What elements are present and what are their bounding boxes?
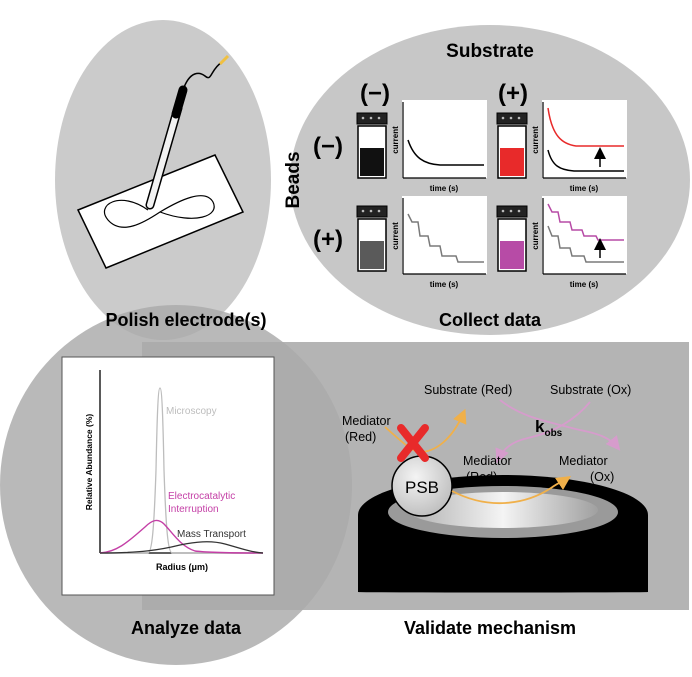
mediator-red-label-1: Mediator	[342, 414, 391, 428]
vial-plus-plus	[496, 205, 528, 272]
mediator-red-label-1b: (Red)	[345, 430, 376, 444]
analyze-plot-frame	[61, 356, 275, 596]
plot-axis-x: time (s)	[430, 184, 459, 193]
plot-axis-y: current	[391, 222, 400, 250]
electrode-body	[147, 105, 181, 208]
validate-caption: Validate mechanism	[404, 618, 576, 638]
plot-axis-x: time (s)	[570, 280, 599, 289]
electrocatalytic-label-2: Interruption	[168, 504, 219, 515]
analyze-caption: Analyze data	[131, 618, 242, 638]
mediator-red-label-2b: (Red)	[466, 470, 497, 484]
plot-plus-plus: current time (s)	[531, 196, 627, 289]
analyze-x-label: Radius (μm)	[156, 562, 208, 572]
substrate-oxidation-arrow	[495, 401, 591, 464]
analyze-plot: Relative Abundance (%) Radius (μm) Micro…	[61, 356, 275, 596]
polish-caption: Polish electrode(s)	[105, 310, 266, 330]
substrate-label: Substrate	[446, 41, 534, 62]
vial-plus-minus	[356, 205, 388, 272]
electrode-cap	[171, 85, 188, 119]
column-minus-label: (−)	[360, 80, 390, 107]
electrocatalytic-label-1: Electrocatalytic	[168, 491, 235, 502]
mass-transport-curve	[99, 541, 264, 554]
collect-ellipse	[290, 25, 690, 335]
plot-axis-x: time (s)	[430, 280, 459, 289]
row-plus-label: (+)	[313, 226, 343, 253]
electrocatalytic-curve	[99, 519, 264, 554]
mediator-regeneration-arrow	[499, 399, 621, 451]
polishing-pad-illustration	[76, 54, 245, 269]
mediator-ox-label-b: (Ox)	[590, 470, 614, 484]
column-plus-label: (+)	[498, 80, 528, 107]
substrate-red-label: Substrate (Red)	[424, 383, 512, 397]
vial-minus-minus	[356, 112, 388, 179]
bead-label: PSB	[405, 478, 439, 497]
wire-tip	[218, 54, 230, 66]
mediator-ox-label: Mediator	[559, 454, 608, 468]
k-obs-label: kobs	[535, 417, 563, 439]
plot-axis-y: current	[391, 126, 400, 154]
oxidation-arrow	[451, 476, 571, 505]
figure-eight-path	[103, 195, 215, 228]
plot-minus-minus: current time (s)	[391, 100, 487, 193]
electrode-wire	[182, 61, 223, 91]
mediator-red-label-2: Mediator	[463, 454, 512, 468]
blocked-x-icon	[397, 424, 429, 462]
plot-axis-y: current	[531, 222, 540, 250]
vial-minus-plus	[496, 112, 528, 179]
substrate-ox-label: Substrate (Ox)	[550, 383, 631, 397]
collect-caption: Collect data	[439, 310, 542, 330]
mass-transport-label: Mass Transport	[177, 529, 246, 540]
plot-axis-x: time (s)	[570, 184, 599, 193]
analyze-y-label: Relative Abundance (%)	[84, 414, 94, 511]
plot-plus-minus: current time (s)	[391, 196, 487, 289]
plot-axis-y: current	[531, 126, 540, 154]
plot-minus-plus: current time (s)	[531, 100, 627, 193]
beads-label: Beads	[283, 151, 304, 208]
microscopy-label: Microscopy	[166, 406, 217, 417]
row-minus-label: (−)	[313, 133, 343, 160]
